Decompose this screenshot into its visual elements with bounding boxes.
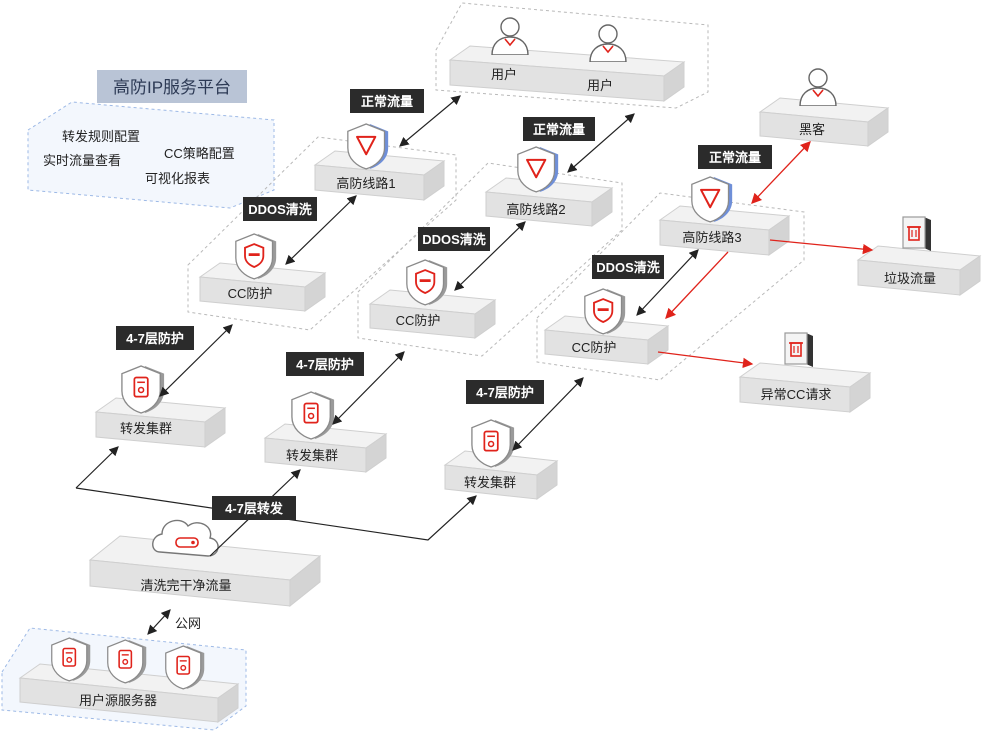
platform-item-forward-rules: 转发规则配置 <box>62 129 140 144</box>
svg-text:4-7层转发: 4-7层转发 <box>225 501 284 516</box>
cloud-server-icon <box>152 519 219 557</box>
tag-l47-protect-1: 4-7层防护 <box>116 326 194 350</box>
garbage-trash-icon <box>902 216 932 252</box>
link-hacker-line3 <box>751 141 811 204</box>
cc1-label: CC防护 <box>228 286 273 301</box>
group-line3 <box>536 192 805 381</box>
svg-text:正常流量: 正常流量 <box>361 94 413 109</box>
svg-text:4-7层防护: 4-7层防护 <box>126 331 184 346</box>
platform-title: 高防IP服务平台 <box>113 78 231 97</box>
tag-l47-protect-3: 4-7层防护 <box>466 380 544 404</box>
tag-normal-traffic-3: 正常流量 <box>698 145 772 169</box>
clean-traffic-label: 清洗完干净流量 <box>140 578 231 593</box>
link-line2-users <box>567 113 635 173</box>
group-line2 <box>357 162 623 357</box>
platform-item-traffic-view: 实时流量查看 <box>43 153 121 168</box>
line2-label: 高防线路2 <box>506 202 565 217</box>
svg-text:DDOS清洗: DDOS清洗 <box>422 232 486 247</box>
hacker-slab <box>758 97 890 147</box>
tag-normal-traffic-2: 正常流量 <box>523 117 595 141</box>
group-line1 <box>187 136 457 331</box>
line3-slab <box>658 205 791 256</box>
tag-l47-forward: 4-7层转发 <box>212 496 296 520</box>
user-label-1: 用户 <box>491 67 517 82</box>
link-public-net <box>147 609 171 635</box>
clean-slab <box>88 535 322 608</box>
users-slab <box>448 45 686 102</box>
abnormal-label: 异常CC请求 <box>761 387 832 402</box>
link-cc2-line2 <box>454 221 526 291</box>
tag-l47-protect-2: 4-7层防护 <box>286 352 364 376</box>
link-cc1-line1 <box>285 195 357 265</box>
user-person-icon-2 <box>589 24 627 62</box>
platform-panel: 高防IP服务平台 转发规则配置 CC策略配置 实时流量查看 可视化报表 <box>27 70 275 209</box>
tag-ddos-3: DDOS清洗 <box>592 255 664 279</box>
link-line1-users <box>399 95 461 147</box>
tag-ddos-1: DDOS清洗 <box>243 197 317 221</box>
origin-server-label: 用户源服务器 <box>79 693 157 708</box>
link-fwd3-cc3 <box>512 377 584 451</box>
link-fwd2-cc2 <box>332 351 405 425</box>
link-line3-garbage <box>769 239 874 255</box>
link-line3-cc3-red <box>665 251 729 319</box>
hacker-label: 黑客 <box>799 122 825 137</box>
platform-item-reports: 可视化报表 <box>145 171 210 186</box>
svg-text:DDOS清洗: DDOS清洗 <box>248 202 312 217</box>
forward1-slab <box>94 397 227 448</box>
cc2-label: CC防护 <box>396 313 441 328</box>
link-fwd-bus <box>75 446 119 489</box>
link-cc3-line3 <box>636 249 699 316</box>
cc3-label: CC防护 <box>572 340 617 355</box>
abnormal-trash-icon <box>784 332 814 368</box>
group-users <box>435 2 709 109</box>
link-fwd1-cc1 <box>159 324 233 397</box>
svg-text:4-7层防护: 4-7层防护 <box>476 385 534 400</box>
hacker-person-icon <box>799 68 837 106</box>
user-person-icon-1 <box>491 17 529 55</box>
svg-text:正常流量: 正常流量 <box>533 122 585 137</box>
public-net-label: 公网 <box>175 616 201 631</box>
svg-text:DDOS清洗: DDOS清洗 <box>596 260 660 275</box>
svg-text:4-7层防护: 4-7层防护 <box>296 357 354 372</box>
forward2-slab <box>263 423 388 473</box>
garbage-label: 垃圾流量 <box>884 271 936 286</box>
abnormal-slab <box>738 362 872 413</box>
forward3-label: 转发集群 <box>464 475 516 490</box>
user-label-2: 用户 <box>587 78 613 93</box>
line1-label: 高防线路1 <box>336 176 395 191</box>
tag-ddos-2: DDOS清洗 <box>418 227 490 251</box>
forward2-label: 转发集群 <box>286 448 338 463</box>
svg-text:正常流量: 正常流量 <box>709 150 761 165</box>
link-fwd-bus-main <box>75 487 477 541</box>
tag-normal-traffic-1: 正常流量 <box>350 89 424 113</box>
line3-label: 高防线路3 <box>682 230 741 245</box>
garbage-slab <box>856 245 982 296</box>
forward1-label: 转发集群 <box>120 421 172 436</box>
link-cc3-abnormal <box>657 351 754 369</box>
platform-item-cc-policy: CC策略配置 <box>164 146 235 161</box>
line2-slab <box>484 177 614 227</box>
